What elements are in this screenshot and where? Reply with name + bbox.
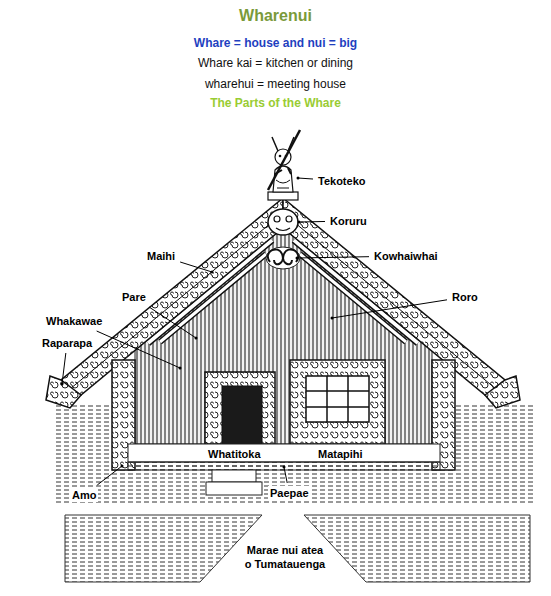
- door: [205, 372, 275, 444]
- door: [205, 372, 275, 444]
- title: Wharenui: [0, 6, 551, 25]
- leader-dot: [211, 271, 214, 274]
- part-label: Whakawae: [44, 314, 104, 328]
- header-line: Whare kai = kitchen or dining: [0, 56, 551, 71]
- window: [306, 376, 369, 422]
- tekoteko-figure: [279, 155, 282, 158]
- kowhaiwhai-scroll: [266, 247, 300, 269]
- part-label: Koruru: [328, 214, 369, 228]
- porch: [128, 444, 440, 462]
- part-label: Roro: [450, 290, 480, 304]
- place-label: Marae nui atea o Tumatauenga: [241, 543, 329, 571]
- koruru-mask: [274, 216, 280, 222]
- part-label: Paepae: [268, 486, 311, 500]
- porch: [206, 482, 262, 495]
- amo-posts: [112, 360, 455, 470]
- ground: [65, 515, 262, 582]
- part-label: Kowhaiwhai: [372, 249, 440, 263]
- leader-line: [332, 300, 447, 318]
- part-label: Raparapa: [40, 336, 94, 350]
- maihi-bargeboards: [56, 198, 283, 398]
- tekoteko-figure: [276, 180, 290, 188]
- header-line: wharehui = meeting house: [0, 77, 551, 92]
- tekoteko-figure: [268, 192, 298, 200]
- leader-line: [97, 331, 180, 368]
- part-label: Whatitoka: [206, 447, 263, 461]
- leader-dot: [298, 221, 301, 224]
- porch: [212, 470, 256, 482]
- maihi-bargeboards: [46, 376, 81, 408]
- leader-line: [180, 262, 212, 272]
- leader-dot: [283, 466, 286, 469]
- leader-dot: [121, 465, 124, 468]
- leader-dot: [331, 317, 334, 320]
- header-line: Whare = house and nui = big: [0, 36, 551, 51]
- maihi-bargeboards: [485, 376, 520, 408]
- koruru-mask: [268, 209, 298, 235]
- door: [222, 386, 262, 444]
- leader-line: [97, 466, 122, 485]
- part-label: Pare: [120, 290, 148, 304]
- leader-dot: [61, 383, 64, 386]
- leader-line: [149, 307, 196, 338]
- leader-dot: [179, 367, 182, 370]
- subheading: The Parts of the Whare: [0, 96, 551, 111]
- part-label: Tekoteko: [316, 174, 367, 188]
- window: [306, 376, 369, 422]
- tekoteko-figure: [268, 130, 300, 190]
- leader-line: [62, 353, 66, 384]
- leader-line: [284, 467, 287, 483]
- part-label: Amo: [70, 488, 98, 502]
- koruru-mask: [268, 209, 298, 235]
- tekoteko-figure: [268, 130, 300, 200]
- koruru-mask: [286, 216, 292, 222]
- part-label: Maihi: [145, 249, 177, 263]
- koruru-mask: [276, 228, 290, 231]
- leader-dot: [297, 177, 300, 180]
- leader-line: [298, 178, 313, 179]
- leader-dot: [296, 257, 299, 260]
- ground: [304, 515, 530, 582]
- leader-lines: [61, 177, 448, 486]
- window: [290, 360, 385, 444]
- window: [290, 360, 385, 444]
- part-label: Matapihi: [316, 447, 365, 461]
- leader-line: [299, 221, 325, 223]
- tekoteko-figure: [273, 166, 293, 192]
- kowhaiwhai-scroll: [266, 247, 300, 269]
- leader-line: [297, 257, 369, 258]
- tekoteko-figure: [275, 168, 291, 174]
- leader-dot: [195, 337, 198, 340]
- kowhaiwhai-scroll: [268, 249, 298, 264]
